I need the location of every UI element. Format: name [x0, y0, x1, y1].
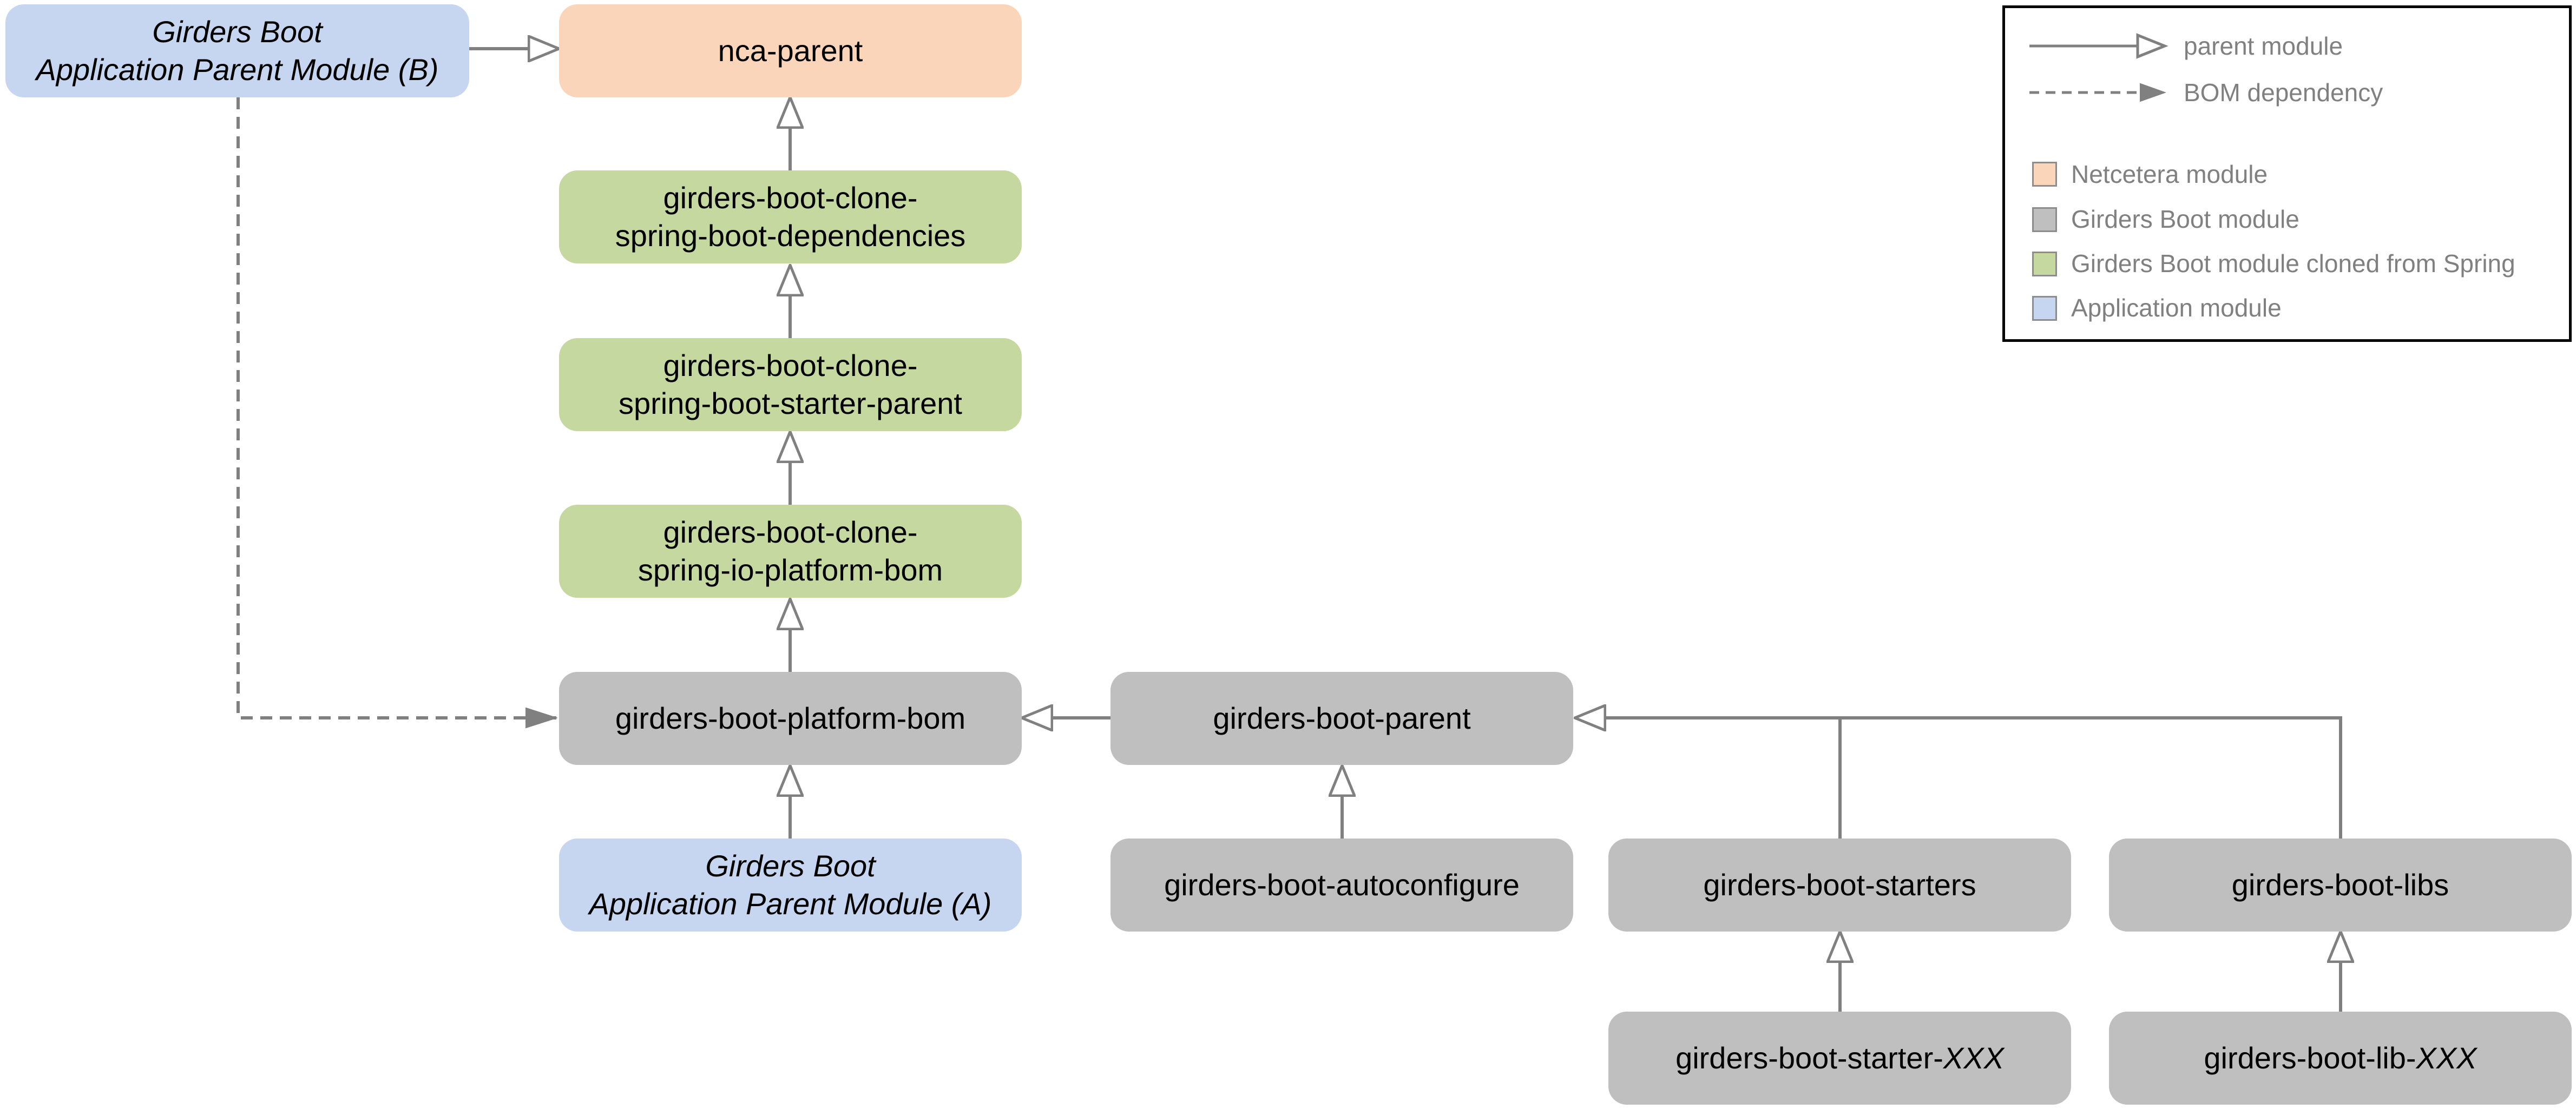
legend-application-label: Application module: [2071, 294, 2282, 322]
legend-girders-boot-label: Girders Boot module: [2071, 205, 2299, 233]
node-label-placeholder: XXX: [2416, 1041, 2477, 1075]
node-label: girders-boot-parent: [1213, 701, 1471, 735]
node-label-line-2: spring-boot-dependencies: [615, 219, 966, 253]
legend-cloned-label: Girders Boot module cloned from Spring: [2071, 249, 2515, 278]
node-label-line-1: girders-boot-clone-: [663, 181, 918, 215]
node-label-line-1: girders-boot-clone-: [663, 515, 918, 549]
node-label-line-2: spring-boot-starter-parent: [619, 386, 962, 420]
node-label: girders-boot-autoconfigure: [1164, 868, 1520, 902]
node-label-prefix: girders-boot-starter-: [1675, 1041, 1943, 1075]
legend-parent-module-arrow-icon: [2029, 33, 2168, 59]
legend-bom-dependency-arrow-icon: [2029, 83, 2166, 102]
node-label: girders-boot-libs: [2231, 868, 2449, 902]
node-clone-spring-boot-starter-parent[interactable]: girders-boot-clone- spring-boot-starter-…: [559, 338, 1022, 431]
edge-libs-to-parent: [1575, 718, 2342, 839]
edge-app-b-bom-dependency: [236, 97, 556, 718]
legend-application-swatch: [2032, 296, 2057, 321]
node-label-line-1: Girders Boot: [705, 849, 876, 883]
node-parent[interactable]: girders-boot-parent: [1110, 672, 1573, 765]
legend-netcetera-swatch: [2032, 162, 2057, 187]
node-label-line-2: Application Parent Module (B): [36, 52, 439, 87]
node-clone-spring-io-platform-bom[interactable]: girders-boot-clone- spring-io-platform-b…: [559, 505, 1022, 598]
node-label: girders-boot-platform-bom: [615, 701, 966, 735]
legend-bom-dependency-label: BOM dependency: [2184, 78, 2383, 107]
node-nca-parent[interactable]: nca-parent: [559, 4, 1022, 97]
node-starter-xxx[interactable]: girders-boot-starter-XXX: [1608, 1012, 2071, 1105]
node-label-line-1: Girders Boot: [152, 15, 323, 49]
node-label: girders-boot-starters: [1703, 868, 1976, 902]
node-platform-bom[interactable]: girders-boot-platform-bom: [559, 672, 1022, 765]
node-label: girders-boot-starter-XXX: [1675, 1039, 2004, 1077]
node-application-parent-module-a[interactable]: Girders Boot Application Parent Module (…: [559, 839, 1022, 932]
node-label-line-2: spring-io-platform-bom: [638, 553, 943, 587]
node-label-line-2: Application Parent Module (A): [589, 887, 992, 921]
node-clone-spring-boot-dependencies[interactable]: girders-boot-clone- spring-boot-dependen…: [559, 170, 1022, 263]
node-autoconfigure[interactable]: girders-boot-autoconfigure: [1110, 839, 1573, 932]
legend-cloned-swatch: [2032, 252, 2057, 276]
node-lib-xxx[interactable]: girders-boot-lib-XXX: [2109, 1012, 2572, 1105]
node-starters[interactable]: girders-boot-starters: [1608, 839, 2071, 932]
legend: parent module BOM dependency Netcetera m…: [2002, 5, 2572, 342]
node-label-line-1: girders-boot-clone-: [663, 348, 918, 382]
node-libs[interactable]: girders-boot-libs: [2109, 839, 2572, 932]
node-label: girders-boot-lib-XXX: [2204, 1039, 2476, 1077]
legend-netcetera-label: Netcetera module: [2071, 160, 2268, 188]
legend-parent-module-label: parent module: [2184, 32, 2343, 60]
node-application-parent-module-b[interactable]: Girders Boot Application Parent Module (…: [5, 4, 469, 97]
node-label-placeholder: XXX: [1943, 1041, 2004, 1075]
node-label-prefix: girders-boot-lib-: [2204, 1041, 2416, 1075]
legend-girders-boot-swatch: [2032, 207, 2057, 232]
node-label: nca-parent: [718, 34, 863, 68]
